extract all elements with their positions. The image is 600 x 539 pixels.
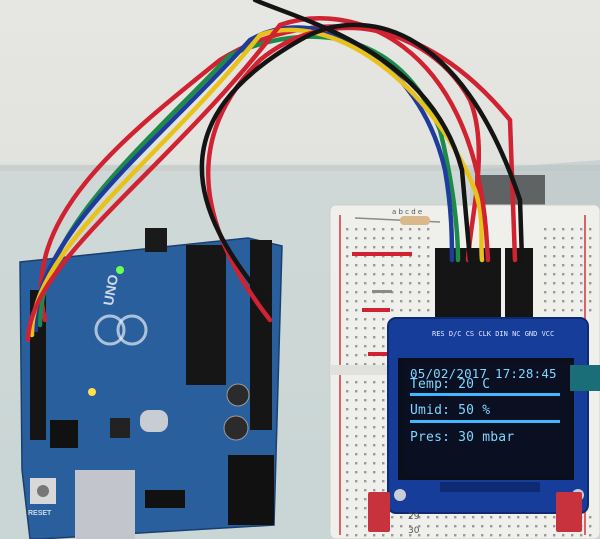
arduino-uno-board [19, 228, 283, 539]
breadboard-column-letters: a b c d e [392, 208, 423, 216]
oled-datetime: 05/02/2017 17:28:45 [410, 366, 557, 381]
arduino-reset-label: RESET [28, 510, 52, 517]
oled-module [387, 317, 600, 514]
breadboard-row-30: 30 [408, 526, 420, 536]
oled-humidity: Umid: 50 % [410, 403, 491, 418]
oled-pressure: Pres: 30 mbar [410, 430, 515, 445]
oled-temperature: Temp: 20 C [410, 377, 491, 392]
resistor [354, 216, 441, 225]
breadboard-row-29: 29 [408, 512, 420, 522]
oled-pin-labels: RES D/C CS CLK DIN NC GND VCC [432, 330, 555, 338]
jumper-wires [25, 0, 525, 343]
